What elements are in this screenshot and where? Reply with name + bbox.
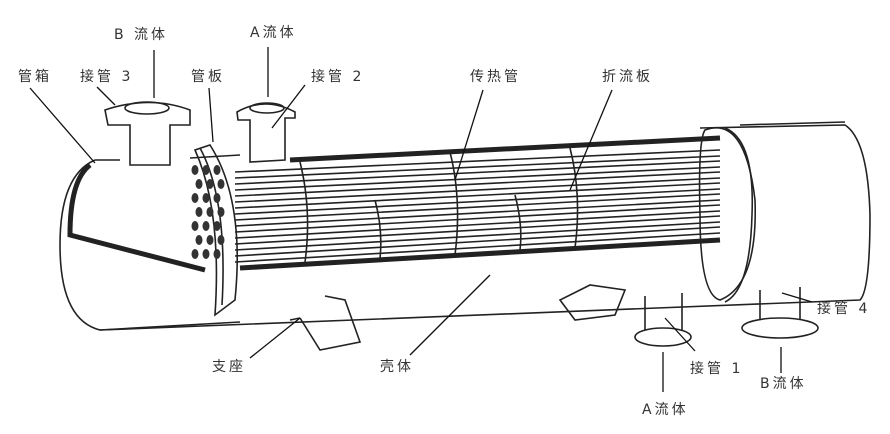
nozzle-3	[104, 101, 191, 166]
tube-hole	[195, 207, 203, 217]
heat-tube	[234, 182, 721, 215]
label-baffle: 折流板	[602, 69, 653, 85]
tube-hole	[217, 235, 225, 245]
label-tube-box: 管箱	[18, 69, 52, 85]
tube-holes	[191, 165, 225, 259]
heat-tube	[234, 193, 721, 227]
tube-hole	[191, 249, 199, 259]
nozzle-1	[634, 293, 692, 347]
leader-lines	[29, 47, 813, 392]
tube-hole	[191, 165, 199, 175]
tube-hole	[217, 207, 225, 217]
tube-hole	[202, 193, 210, 203]
nozzle-2	[236, 102, 296, 163]
tube-hole	[206, 179, 214, 189]
support-left	[289, 295, 362, 351]
tube-hole	[202, 221, 210, 231]
support-right	[558, 284, 627, 321]
label-b-fluid-in: B 流体	[114, 27, 169, 43]
heat-tube	[234, 171, 721, 203]
heat-tubes	[234, 149, 721, 263]
baffles	[299, 147, 579, 263]
tube-hole	[213, 249, 221, 259]
nozzle-4	[741, 287, 819, 339]
heat-tube	[234, 149, 721, 179]
right-flange	[698, 121, 846, 303]
heat-tube	[234, 226, 721, 263]
tube-hole	[213, 165, 221, 175]
label-a-fluid-out: A流体	[642, 402, 689, 418]
tube-hole	[195, 235, 203, 245]
label-nozzle-2: 接管 2	[311, 69, 365, 85]
label-a-fluid-in: A流体	[250, 25, 297, 41]
tube-hole	[217, 179, 225, 189]
tube-hole	[195, 179, 203, 189]
tube-sheet	[191, 144, 239, 317]
label-shell: 壳体	[380, 359, 414, 375]
label-nozzle-4: 接管 4	[817, 301, 871, 317]
label-support: 支座	[212, 359, 246, 375]
tube-hole	[191, 193, 199, 203]
tube-hole	[213, 221, 221, 231]
heat-tube	[234, 215, 721, 251]
label-heat-tube: 传热管	[470, 69, 521, 85]
label-tube-sheet: 管板	[191, 69, 225, 85]
heat-tube	[234, 160, 721, 191]
tube-hole	[213, 193, 221, 203]
label-nozzle-3: 接管 3	[80, 69, 134, 85]
heat-tube	[234, 204, 721, 239]
tube-hole	[202, 249, 210, 259]
tube-hole	[191, 221, 199, 231]
tube-hole	[202, 165, 210, 175]
label-nozzle-1: 接管 1	[690, 361, 744, 377]
tube-hole	[206, 235, 214, 245]
tube-hole	[206, 207, 214, 217]
shell-body	[59, 124, 871, 331]
label-b-fluid-out: B流体	[760, 376, 807, 392]
